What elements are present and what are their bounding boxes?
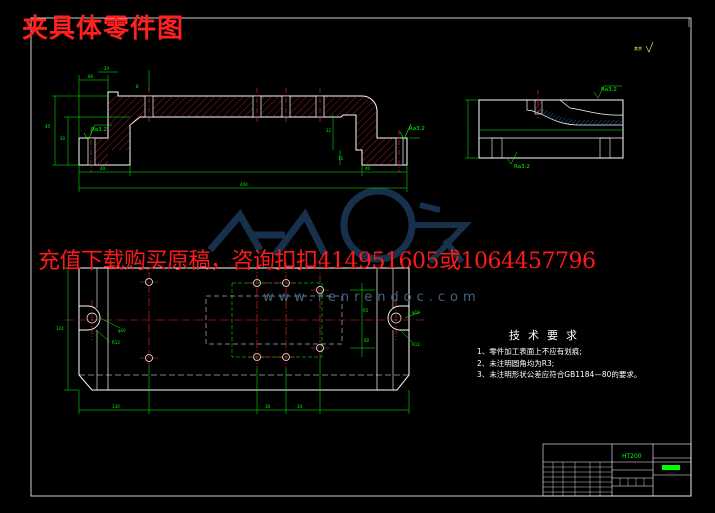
svg-text:124: 124 [56,326,64,331]
svg-text:15: 15 [338,156,344,161]
svg-text:40: 40 [365,166,371,171]
svg-text:R12: R12 [112,340,120,345]
svg-text:20: 20 [60,136,66,141]
title-block-material: HT200 [622,453,642,460]
svg-text:φ10: φ10 [412,310,420,315]
drawing-title: 夹具体零件图 [22,14,185,44]
svg-text:8: 8 [136,84,139,89]
technical-requirement-item: 3、未注明形状公差应符合GB1184—80的要求。 [477,370,642,379]
svg-text:R12: R12 [412,342,420,347]
svg-text:40: 40 [100,166,106,171]
drawing-outer-border [30,17,692,497]
side-view-finish-top: Ra3.2 [601,87,617,93]
svg-text:20: 20 [104,66,110,71]
corner-finish-note: 其余 [634,45,642,51]
svg-text:R5: R5 [363,308,369,313]
technical-requirements-heading: 技术要求 [509,329,585,342]
top-view: 130 30 34 124 60 R5 R12 φ10 R12 φ10 [56,262,425,414]
front-view: 60 440 40 40 45 20 12 15 20 8 Ra3.2 Ra3.… [45,66,425,192]
svg-text:12: 12 [326,128,332,133]
svg-text:φ10: φ10 [118,328,126,333]
technical-requirement-item: 2、未注明圆角均为R3; [477,358,555,368]
side-view-finish-bottom: Ra3.2 [514,164,530,170]
svg-text:45: 45 [45,124,51,129]
svg-text:60: 60 [88,74,94,79]
svg-text:440: 440 [240,182,248,187]
svg-text:30: 30 [265,404,271,409]
title-block [542,443,692,497]
front-view-finish-left: Ra3.2 [91,127,107,133]
side-view: Ra3.2 Ra3.2 其余 [465,41,654,170]
watermark-logo [207,187,472,265]
svg-text:34: 34 [297,404,303,409]
technical-requirement-item: 1、零件加工表面上不应有划痕; [477,347,582,356]
promo-banner-text: 充值下载购买原稿，咨询扣扣414951605或1064457796 [38,249,596,274]
svg-text:60: 60 [364,338,370,343]
technical-requirements: 技术要求 1、零件加工表面上不应有划痕; 2、未注明圆角均为R3; 3、未注明形… [477,327,641,381]
front-view-finish-right: Ra3.2 [409,126,425,132]
svg-text:130: 130 [112,404,120,409]
watermark-url: www.renrendoc.com [263,290,481,305]
